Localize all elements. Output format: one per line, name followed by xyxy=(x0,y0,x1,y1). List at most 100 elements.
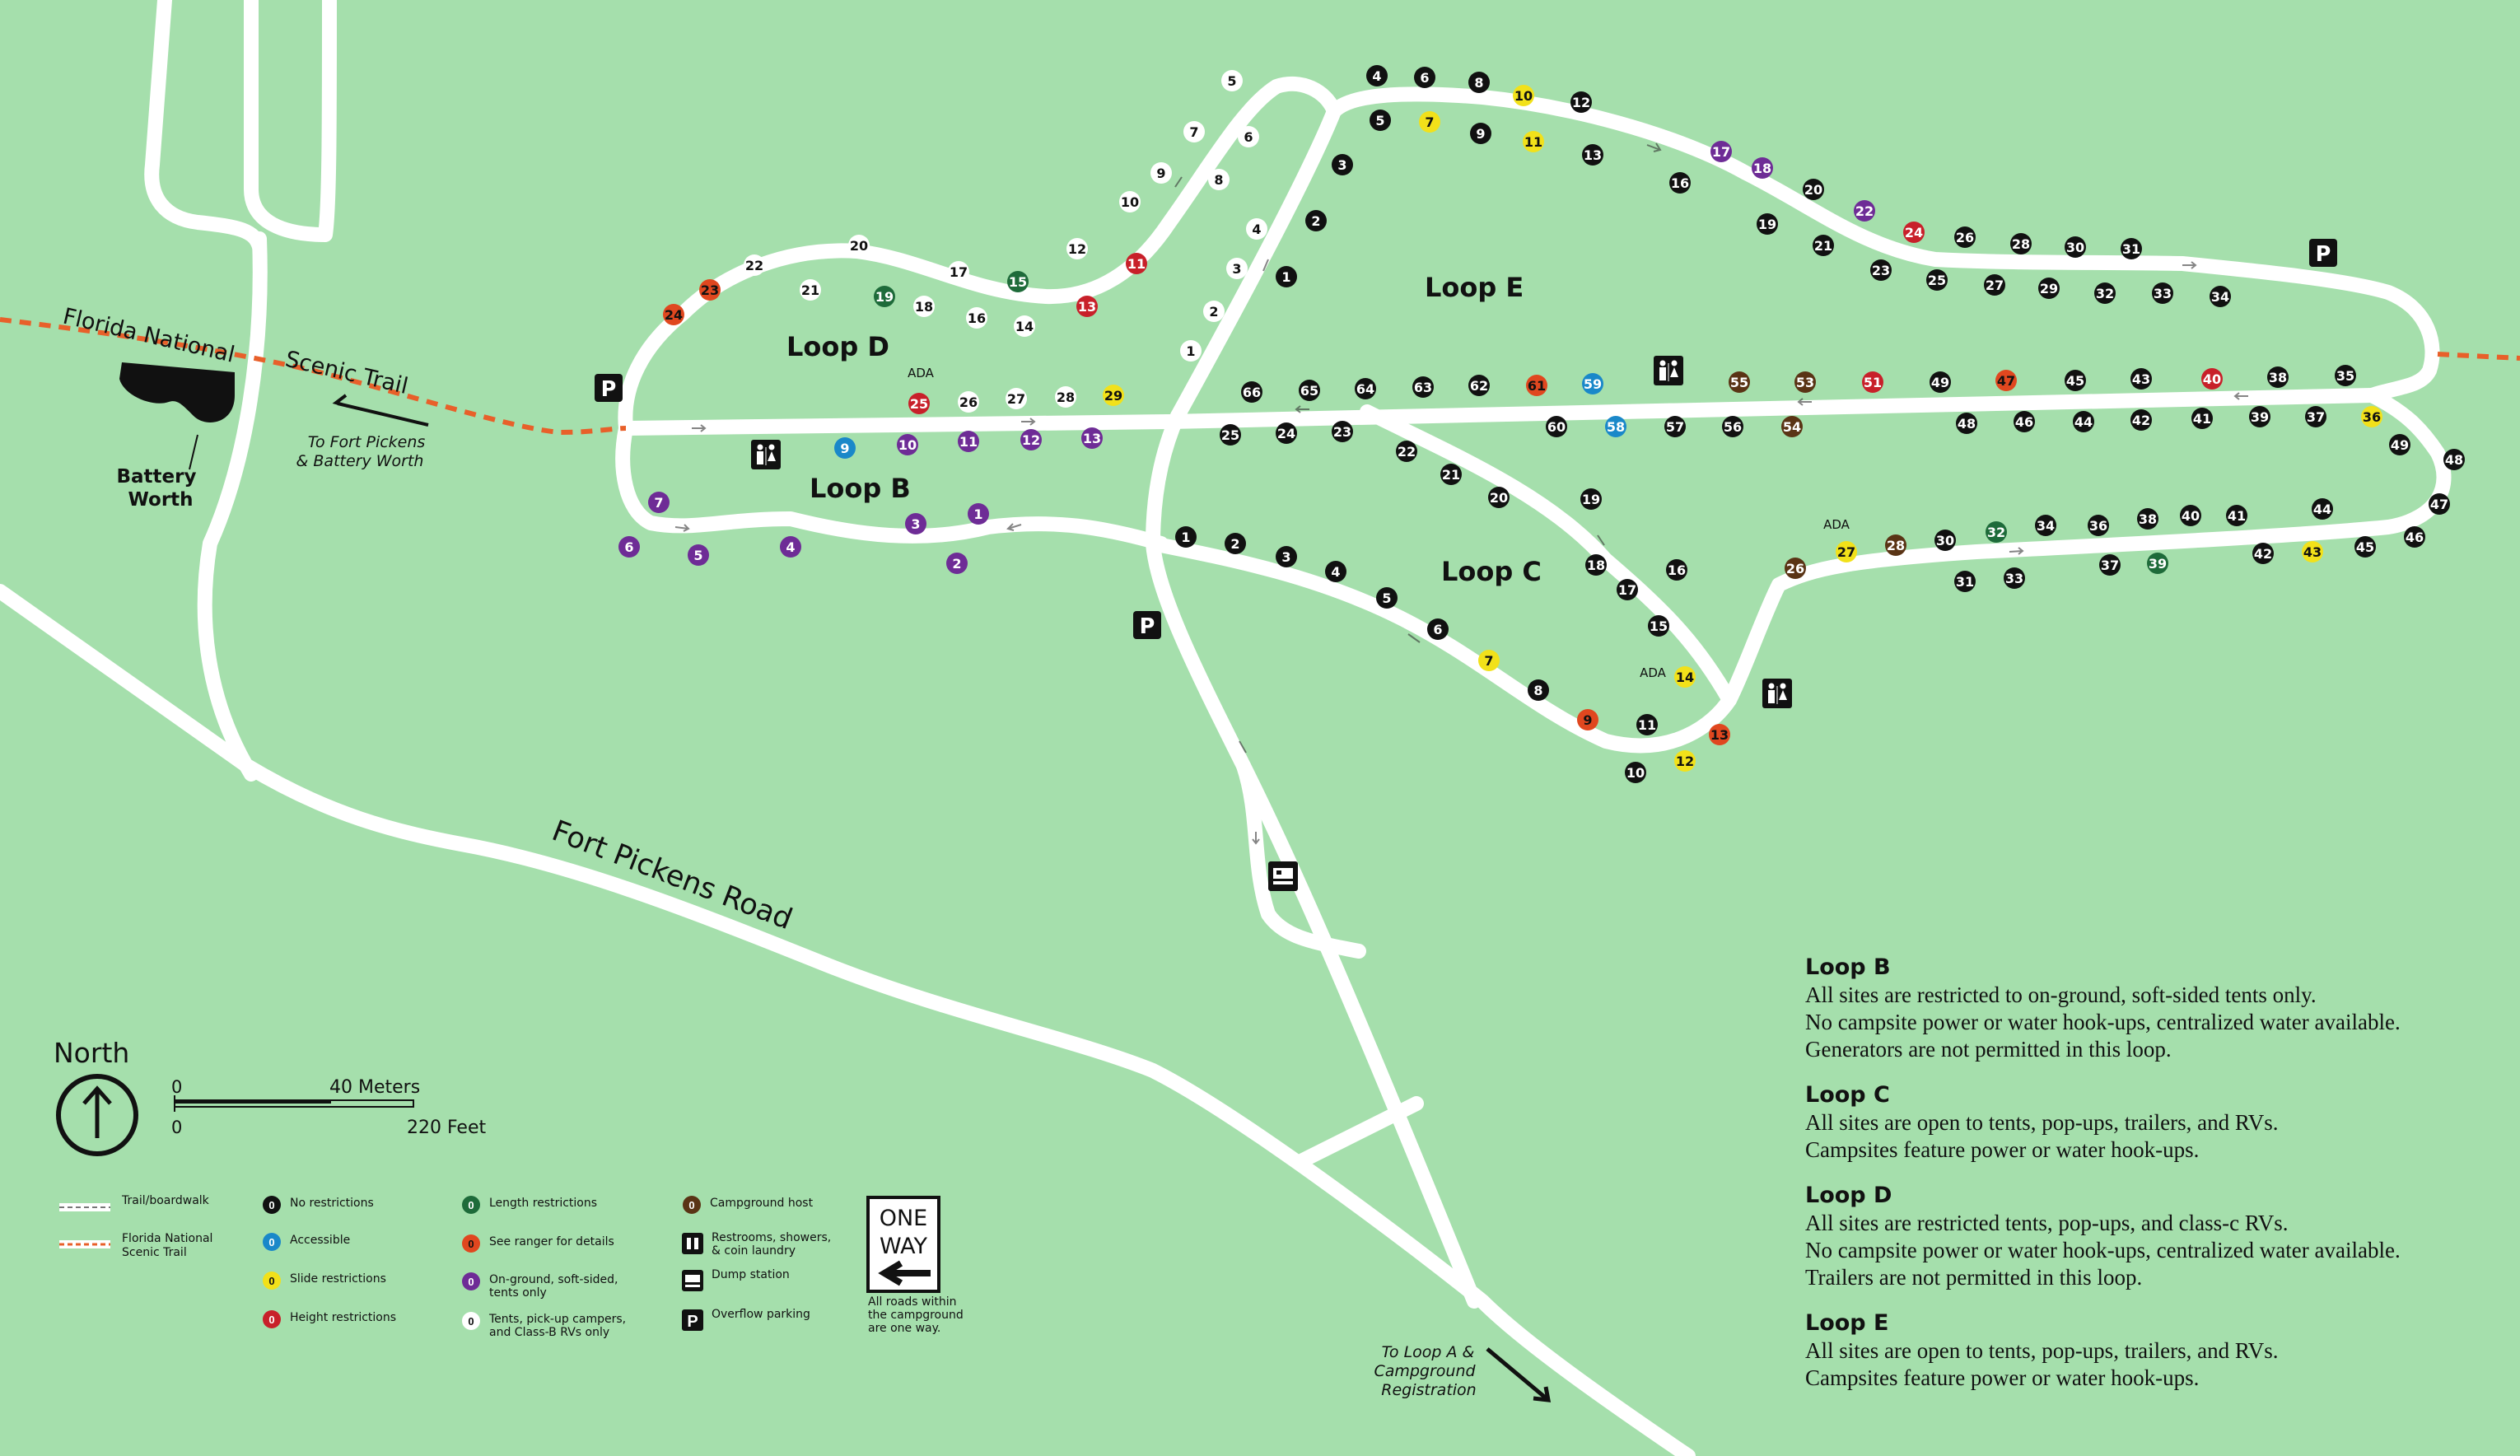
campsite-loop-e[interactable]: 2 xyxy=(1305,210,1327,231)
campsite-loop-c[interactable]: 2 xyxy=(1225,533,1246,554)
campsite-loop-d[interactable]: 23 xyxy=(699,279,721,301)
campsite-loop-e[interactable]: 34 xyxy=(2210,286,2231,307)
campsite-loop-e[interactable]: 40 xyxy=(2201,368,2223,390)
campsite-loop-c[interactable]: 21 xyxy=(1440,464,1462,485)
campsite-loop-c[interactable]: 3 xyxy=(1276,546,1297,567)
campsite-loop-e[interactable]: 18 xyxy=(1752,157,1773,179)
campsite-loop-c[interactable]: 37 xyxy=(2305,406,2326,427)
campsite-loop-c[interactable]: 12 xyxy=(1674,750,1696,772)
campsite-loop-e[interactable]: 53 xyxy=(1794,371,1816,393)
campsite-loop-d[interactable]: 2 xyxy=(1203,301,1225,322)
campsite-loop-e[interactable]: 45 xyxy=(2065,370,2086,391)
campsite-loop-e[interactable]: 64 xyxy=(1355,378,1376,399)
campsite-loop-c[interactable]: 17 xyxy=(1617,579,1638,600)
campsite-loop-e[interactable]: 29 xyxy=(2038,278,2060,299)
campsite-loop-e[interactable]: 33 xyxy=(2152,282,2173,304)
campsite-loop-e[interactable]: 17 xyxy=(1710,141,1732,162)
campsite-loop-c[interactable]: 31 xyxy=(1954,571,1976,592)
campsite-loop-b[interactable]: 3 xyxy=(905,513,926,534)
campsite-loop-d[interactable]: 21 xyxy=(800,279,821,301)
campsite-loop-c[interactable]: 46 xyxy=(2014,411,2035,432)
campsite-loop-c[interactable]: 56 xyxy=(1722,416,1743,437)
campsite-loop-c[interactable]: 48 xyxy=(2443,449,2465,470)
campsite-loop-c[interactable]: 41 xyxy=(2226,505,2247,526)
campsite-loop-e[interactable]: 47 xyxy=(1995,370,2017,391)
campsite-loop-c[interactable]: 5 xyxy=(1376,587,1398,609)
campsite-loop-e[interactable]: 30 xyxy=(2065,236,2086,258)
campsite-loop-d[interactable]: 25 xyxy=(908,393,930,414)
campsite-loop-e[interactable]: 6 xyxy=(1414,67,1435,88)
campsite-loop-c[interactable]: 32 xyxy=(1986,521,2007,543)
campsite-loop-e[interactable]: 13 xyxy=(1582,144,1603,166)
campsite-loop-c[interactable]: 1 xyxy=(1175,526,1197,548)
campsite-loop-c[interactable]: 39 xyxy=(2147,553,2168,574)
campsite-loop-c[interactable]: 43 xyxy=(2302,541,2323,562)
campsite-loop-e[interactable]: 66 xyxy=(1241,381,1262,403)
campsite-loop-c[interactable]: 23 xyxy=(1332,421,1353,442)
campsite-loop-c[interactable]: 13 xyxy=(1709,724,1730,745)
campsite-loop-e[interactable]: 24 xyxy=(1903,222,1925,243)
campsite-loop-e[interactable]: 26 xyxy=(1954,226,1976,248)
campsite-loop-e[interactable]: 21 xyxy=(1813,235,1834,256)
campsite-loop-c[interactable]: 22 xyxy=(1396,441,1417,462)
campsite-loop-c[interactable]: 11 xyxy=(1636,714,1658,735)
campsite-loop-e[interactable]: 23 xyxy=(1870,259,1892,281)
campsite-loop-e[interactable]: 43 xyxy=(2130,368,2152,390)
campsite-loop-e[interactable]: 63 xyxy=(1412,376,1434,398)
campsite-loop-c[interactable]: 27 xyxy=(1836,541,1857,562)
campsite-loop-c[interactable]: 46 xyxy=(2404,526,2425,548)
campsite-loop-d[interactable]: 24 xyxy=(663,304,684,325)
campsite-loop-b[interactable]: 13 xyxy=(1081,427,1103,449)
campsite-loop-d[interactable]: 8 xyxy=(1208,169,1230,190)
campsite-loop-e[interactable]: 28 xyxy=(2010,233,2032,254)
campsite-loop-d[interactable]: 15 xyxy=(1007,271,1029,292)
campsite-loop-d[interactable]: 22 xyxy=(744,254,765,276)
campsite-loop-e[interactable]: 20 xyxy=(1803,179,1824,200)
campsite-loop-b[interactable]: 5 xyxy=(688,544,709,566)
campsite-loop-d[interactable]: 5 xyxy=(1221,70,1243,91)
campsite-loop-c[interactable]: 10 xyxy=(1625,762,1646,783)
campsite-loop-d[interactable]: 26 xyxy=(958,391,979,413)
campsite-loop-d[interactable]: 29 xyxy=(1103,385,1124,406)
campsite-loop-e[interactable]: 59 xyxy=(1582,373,1603,394)
campsite-loop-d[interactable]: 27 xyxy=(1006,388,1027,409)
campsite-loop-c[interactable]: 40 xyxy=(2180,505,2201,526)
campsite-loop-c[interactable]: 57 xyxy=(1664,416,1686,437)
campsite-loop-c[interactable]: 54 xyxy=(1781,416,1803,437)
campsite-loop-e[interactable]: 62 xyxy=(1468,375,1490,396)
campsite-loop-c[interactable]: 19 xyxy=(1580,488,1602,510)
campsite-loop-e[interactable]: 25 xyxy=(1926,269,1948,291)
campsite-loop-d[interactable]: 11 xyxy=(1126,253,1147,274)
campsite-loop-c[interactable]: 20 xyxy=(1488,487,1510,508)
campsite-loop-e[interactable]: 22 xyxy=(1854,200,1875,222)
campsite-loop-c[interactable]: 44 xyxy=(2312,498,2333,520)
campsite-loop-c[interactable]: 26 xyxy=(1785,558,1806,579)
campsite-loop-e[interactable]: 31 xyxy=(2121,238,2142,259)
campsite-loop-e[interactable]: 8 xyxy=(1468,72,1490,93)
campsite-loop-e[interactable]: 7 xyxy=(1419,111,1440,133)
campsite-loop-d[interactable]: 12 xyxy=(1066,238,1088,259)
campsite-loop-d[interactable]: 9 xyxy=(1150,162,1172,184)
campsite-loop-e[interactable]: 11 xyxy=(1523,131,1544,152)
campsite-loop-d[interactable]: 14 xyxy=(1014,315,1035,337)
campsite-loop-e[interactable]: 1 xyxy=(1276,266,1297,287)
campsite-loop-d[interactable]: 18 xyxy=(913,296,935,317)
campsite-loop-e[interactable]: 16 xyxy=(1669,172,1691,194)
campsite-loop-c[interactable]: 37 xyxy=(2099,554,2121,576)
campsite-loop-e[interactable]: 9 xyxy=(1470,123,1491,144)
campsite-loop-c[interactable]: 6 xyxy=(1427,618,1449,640)
campsite-loop-c[interactable]: 47 xyxy=(2429,493,2450,515)
campsite-loop-c[interactable]: 33 xyxy=(2004,567,2025,589)
campsite-loop-d[interactable]: 17 xyxy=(948,261,969,282)
campsite-loop-d[interactable]: 13 xyxy=(1076,296,1098,317)
campsite-loop-b[interactable]: 6 xyxy=(618,536,640,558)
campsite-loop-e[interactable]: 5 xyxy=(1370,110,1391,131)
campsite-loop-e[interactable]: 51 xyxy=(1862,371,1883,393)
campsite-loop-d[interactable]: 10 xyxy=(1119,191,1141,212)
campsite-loop-d[interactable]: 6 xyxy=(1238,126,1259,147)
campsite-loop-d[interactable]: 7 xyxy=(1183,121,1205,142)
campsite-loop-b[interactable]: 9 xyxy=(834,437,856,459)
campsite-loop-c[interactable]: 7 xyxy=(1478,650,1500,671)
campsite-loop-e[interactable]: 61 xyxy=(1526,375,1547,396)
campsite-loop-e[interactable]: 65 xyxy=(1299,380,1320,401)
